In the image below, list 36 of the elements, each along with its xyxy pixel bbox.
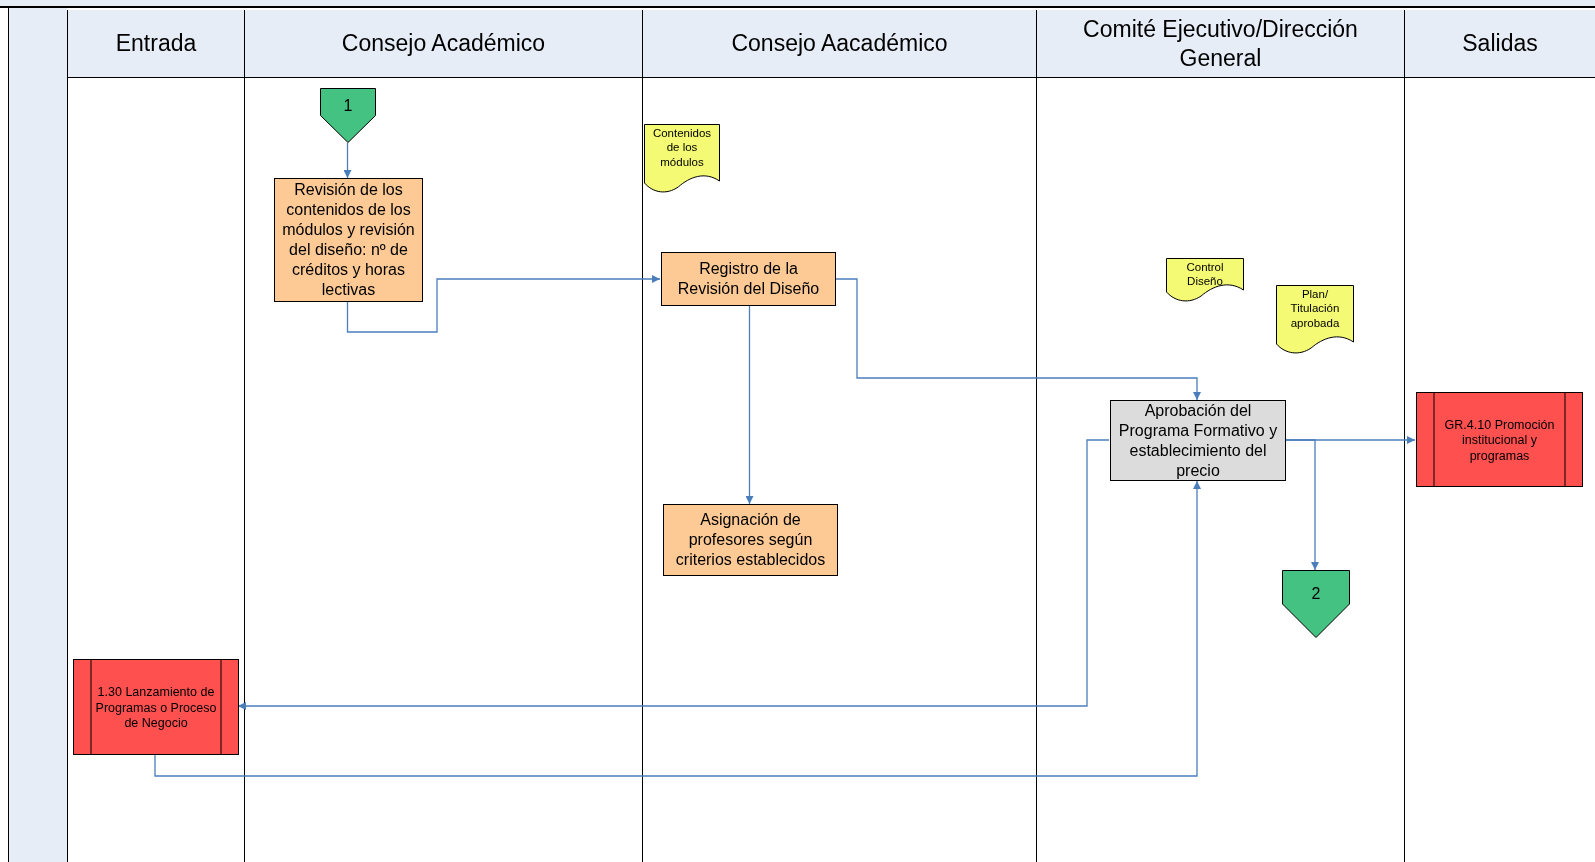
arrow <box>745 305 754 505</box>
document-label: Control Diseño <box>1185 260 1225 289</box>
lane-header: Comité Ejecutivo/Dirección General <box>1037 10 1404 78</box>
subprocess-label: GR.4.10 Promoción institucional y programas <box>1443 417 1556 465</box>
arrow <box>834 278 1201 401</box>
swimlane <box>67 10 244 862</box>
swimlane <box>642 10 1036 862</box>
offpage-connector <box>320 88 376 143</box>
connector-number: 2 <box>1310 584 1322 604</box>
subprocess-label: 1.30 Lanzamiento de Programas o Proceso de Negocio <box>94 685 218 732</box>
document-shape <box>1166 258 1244 302</box>
arrow <box>1284 439 1319 571</box>
offpage-connector <box>1282 570 1350 638</box>
subprocess-box <box>1416 392 1583 487</box>
lane-header: Consejo Aacadémico <box>643 10 1036 78</box>
process-box: Revisión de los contenidos de los módulos y revisión del diseño: nº de créditos y horas lectivas <box>274 178 423 302</box>
swimlane <box>244 10 642 862</box>
swimlane <box>1404 10 1595 862</box>
side-band <box>8 8 67 862</box>
arrow <box>237 439 1110 710</box>
document-shape <box>1276 285 1354 354</box>
document-shape <box>644 124 720 193</box>
document-label: Contenidos de los módulos <box>651 126 713 170</box>
connector-number: 1 <box>342 95 354 116</box>
lane-header: Entrada <box>68 10 244 78</box>
swimlane <box>1036 10 1404 862</box>
subprocess-box <box>73 659 239 755</box>
process-box: Aprobación del Programa Formativo y establecimiento del precio <box>1110 400 1286 481</box>
document-label: Plan/ Titulación aprobada <box>1289 287 1341 331</box>
lane-header: Consejo Académico <box>245 10 642 78</box>
process-box: Asignación de profesores según criterios establecidos <box>663 504 838 576</box>
lane-header: Salidas <box>1405 10 1595 78</box>
process-box: Registro de la Revisión del Diseño <box>661 252 836 306</box>
arrow <box>343 142 352 179</box>
arrow <box>346 275 661 333</box>
arrow <box>154 480 1201 777</box>
